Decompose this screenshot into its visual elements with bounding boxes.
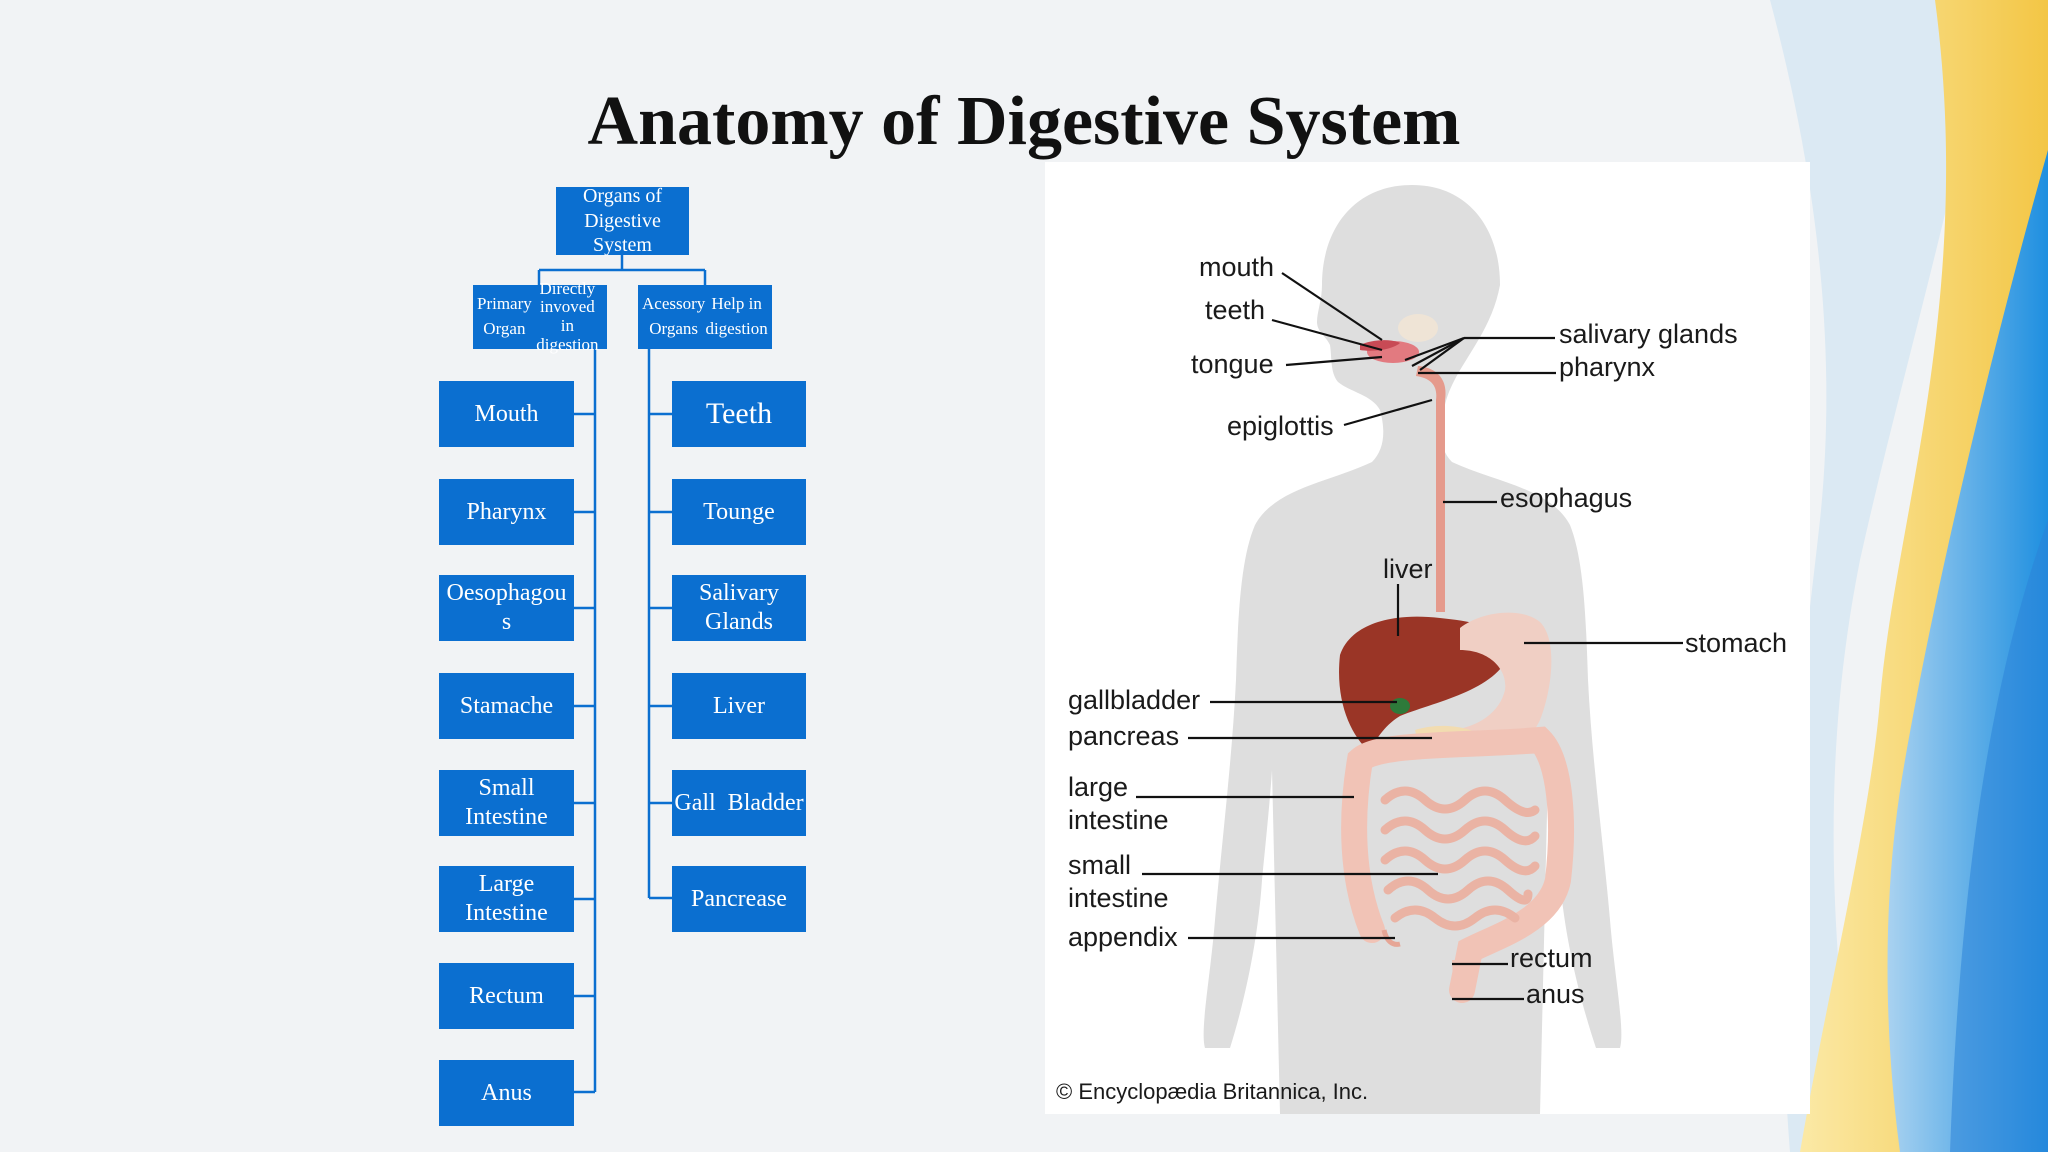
- label-large-intestine-line2: intestine: [1068, 805, 1169, 835]
- chart-root-node: Organs of Digestive System: [556, 185, 689, 256]
- accessory-item-gall-bladder: Gall Bladder: [672, 770, 806, 836]
- accessory-organ-node: Acessory Organs Help in digestion: [638, 285, 772, 349]
- label-small-intestine-line2: intestine: [1068, 883, 1169, 913]
- primary-item-pharynx: Pharynx: [439, 479, 574, 545]
- accessory-organ-title: Acessory Organs: [642, 294, 706, 338]
- accessory-item-tongue: Tounge: [672, 479, 806, 545]
- primary-item-stomach: Stamache: [439, 673, 574, 739]
- label-gallbladder: gallbladder: [1068, 685, 1201, 715]
- label-liver: liver: [1383, 554, 1433, 584]
- label-tongue: tongue: [1191, 349, 1274, 379]
- label-teeth: teeth: [1205, 295, 1266, 325]
- accessory-organ-desc: Help in digestion: [705, 294, 768, 338]
- primary-organ-desc: Directly invoved in digestion: [536, 278, 599, 354]
- label-rectum: rectum: [1510, 943, 1593, 973]
- copyright-notice: © Encyclopædia Britannica, Inc.: [1056, 1079, 1369, 1104]
- label-epiglottis: epiglottis: [1227, 411, 1334, 441]
- label-small-intestine-line1: small: [1068, 850, 1132, 880]
- accessory-item-teeth: Teeth: [672, 381, 806, 447]
- label-stomach: stomach: [1685, 628, 1788, 658]
- slide-title: Anatomy of Digestive System: [587, 83, 1461, 160]
- label-pharynx: pharynx: [1559, 352, 1656, 382]
- primary-organ-node: Primary Organ Directly invoved in digest…: [473, 279, 607, 354]
- primary-item-rectum: Rectum: [439, 963, 574, 1029]
- label-pancreas: pancreas: [1068, 721, 1180, 751]
- primary-item-small-intestine: Small Intestine: [439, 770, 574, 836]
- primary-item-mouth: Mouth: [439, 381, 574, 447]
- primary-organ-title: Primary Organ: [477, 294, 532, 338]
- primary-item-anus: Anus: [439, 1060, 574, 1126]
- label-anus: anus: [1526, 979, 1585, 1009]
- label-mouth: mouth: [1199, 252, 1275, 282]
- primary-item-large-intestine: Large Intestine: [439, 866, 574, 932]
- accessory-item-liver: Liver: [672, 673, 806, 739]
- label-esophagus: esophagus: [1500, 483, 1633, 513]
- accessory-item-salivary-glands: Salivary Glands: [672, 575, 806, 641]
- blue-wave-shape-dark: [1950, 520, 2048, 1152]
- label-appendix: appendix: [1068, 922, 1178, 952]
- label-large-intestine-line1: large: [1068, 772, 1129, 802]
- primary-item-oesophagus: Oesophagou s: [439, 575, 574, 641]
- accessory-item-pancreas: Pancrease: [672, 866, 806, 932]
- label-salivary-glands: salivary glands: [1559, 319, 1738, 349]
- pale-wave-shape: [1770, 0, 1990, 1152]
